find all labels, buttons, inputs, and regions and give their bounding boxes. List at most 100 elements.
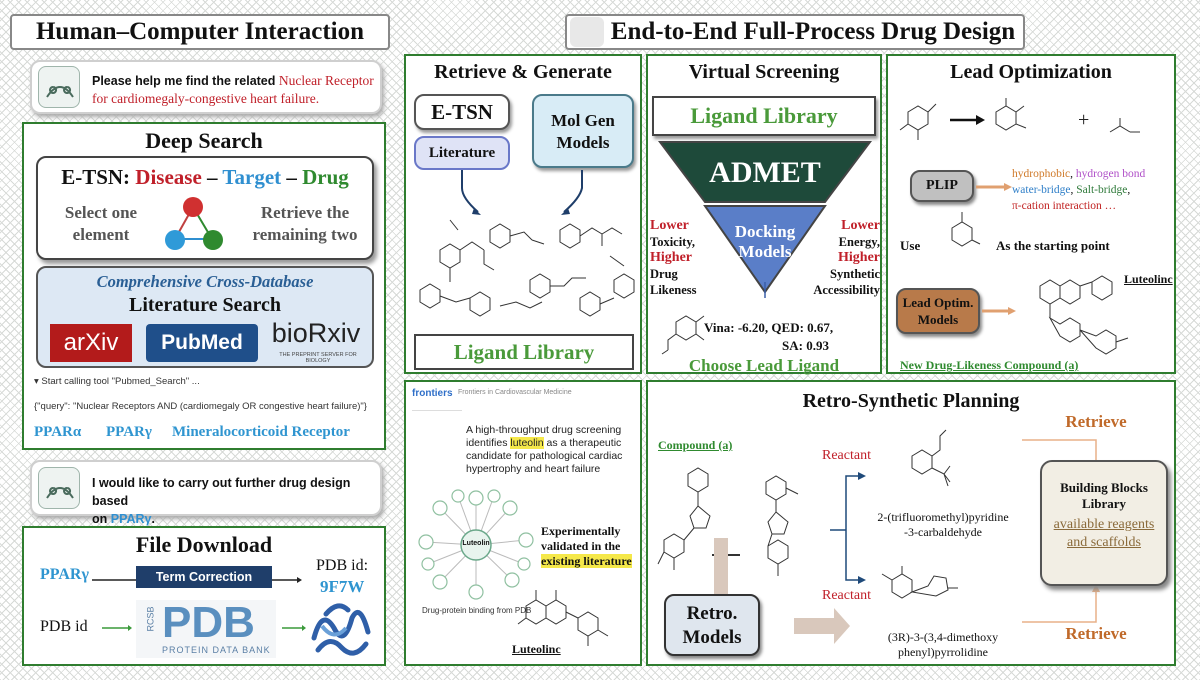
pdb-rcsb: RCSB — [145, 606, 156, 632]
plip-interactions: hydrophobic, hydrogen bond water-bridge,… — [1012, 168, 1146, 212]
lead-opt-reaction: + — [899, 98, 1140, 140]
vs-left-text1: Toxicity, — [650, 235, 696, 249]
vs-left-criteria: Lower Toxicity, Higher Drug Likeness — [650, 218, 720, 298]
use-label: Use — [900, 238, 921, 253]
remaining-two: remaining two — [252, 225, 358, 244]
retro-models-button: Retro. Models — [664, 594, 760, 656]
disconnected-molecule — [765, 475, 799, 576]
literature-button: Literature — [414, 136, 510, 170]
plip-button: PLIP — [910, 170, 974, 202]
product1-a: 2-(trifluoromethyl)pyridine — [877, 510, 1009, 524]
pdb-id-value: 9F7W — [320, 577, 365, 596]
compound-a-label: Compound (a) — [658, 438, 733, 452]
lead-optim-models-button: Lead Optim. Models — [896, 288, 980, 334]
vs-scores: Vina: -6.20, QED: 0.67, — [704, 320, 834, 335]
rg-ligand-library: Ligand Library — [453, 340, 595, 364]
etsn-dash1: – — [201, 165, 223, 189]
admet-funnel — [658, 141, 872, 298]
vs-right-text3: Accessibility — [813, 283, 880, 297]
lead-optimization-title: Lead Optimization — [950, 61, 1112, 83]
validated-1: Experimentally — [541, 524, 621, 538]
biorxiv-subtitle: THE PREPRINT SERVER FOR BIOLOGY — [279, 352, 357, 364]
vs-left-lower: Lower — [650, 218, 689, 233]
etsn-disease: Disease — [135, 165, 202, 189]
headline-luteolin: luteolin — [510, 437, 544, 449]
query-line: {"query": "Nuclear Receptors AND (cardio… — [34, 401, 367, 412]
lead-luteolinc-label: Luteolinc — [1124, 272, 1173, 286]
biorxiv-logo: bioRxiv — [271, 318, 361, 348]
rg-ligand-library-box — [414, 334, 634, 370]
paper-headline: A high-throughput drug screening identif… — [466, 424, 636, 476]
frog-avatar-icon — [38, 66, 80, 108]
chat2-prefix: on — [92, 512, 111, 526]
vs-right-text2: Synthetic — [830, 267, 880, 281]
int-hydrophobic: hydrophobic — [1012, 168, 1071, 180]
validated-3: existing literature — [541, 554, 632, 568]
molgen-button: Mol Gen Models — [532, 94, 634, 168]
left-header-title: Human–Computer Interaction — [35, 18, 364, 45]
chat-message-2 — [30, 460, 382, 516]
etsn-line: E-TSN: Disease – Target – Drug — [36, 165, 374, 190]
headline-2-post: as a therapeutic — [543, 437, 622, 449]
etsn-target: Target — [222, 165, 282, 189]
etsn-dash2: – — [281, 165, 303, 189]
reactant-branches — [830, 472, 866, 584]
result-ppargamma: PPARγ — [106, 424, 152, 440]
frog-icon — [570, 17, 604, 47]
vs-right-criteria: Lower Energy, Higher Synthetic Accessibi… — [800, 218, 880, 298]
vs-sa: SA: 0.93 — [782, 338, 829, 353]
protein-structure-image — [311, 603, 371, 656]
triangle-nodes-icon — [165, 197, 223, 250]
molecule-cluster-image — [419, 219, 635, 317]
lit-search-title: Literature Search — [128, 294, 281, 316]
vs-left-higher: Higher — [650, 250, 692, 265]
starting-point-molecule — [951, 212, 981, 247]
validated-2: validated in the — [541, 539, 621, 553]
left-header — [10, 14, 390, 50]
frontiers-logo: frontiers — [412, 388, 453, 399]
etsn-box — [36, 156, 374, 260]
luteolin-center-label: Luteolin — [462, 540, 490, 547]
pdb-subtitle: PROTEIN DATA BANK — [162, 645, 271, 655]
pdb-input-label: PDB id — [40, 618, 88, 635]
vs-ligand-library: Ligand Library — [690, 103, 838, 128]
chat2-suffix: . — [151, 512, 155, 526]
arxiv-logo: arXiv — [50, 324, 132, 362]
chat1-highlight: Nuclear Receptor — [278, 73, 374, 88]
fd-arrow-2 — [102, 625, 132, 631]
plip-arrow — [976, 183, 1012, 191]
virtual-screening-title: Virtual Screening — [688, 61, 840, 83]
vs-right-text1: Energy, — [838, 235, 880, 249]
tool-call-line[interactable]: ▾ Start calling tool "Pubmed_Search" ... — [34, 376, 200, 387]
chat-message-2-text: I would like to carry out further drug d… — [92, 474, 382, 528]
pdb-logo: RCSB PDB PROTEIN DATA BANK — [136, 598, 276, 658]
building-blocks-title: Building Blocks Library — [1060, 480, 1148, 511]
luteolin-network-image — [418, 489, 534, 600]
int-hbond: hydrogen bond — [1075, 168, 1146, 180]
lead-optim-arrow — [982, 307, 1016, 315]
element: element — [72, 225, 130, 244]
luteolin-structure-image — [517, 590, 609, 646]
etsn-drug: Drug — [302, 165, 349, 189]
int-salt-bridge: Salt-bridge — [1076, 184, 1128, 196]
term-correction-button[interactable]: Term Correction — [136, 566, 272, 588]
new-compound-label: New Drug-Likeness Compound (a) — [900, 358, 1079, 372]
chat2-target: PPARγ — [110, 512, 152, 526]
journal-name: Frontiers in Cardiovascular Medicine — [458, 389, 572, 396]
svg-text:+: + — [1078, 109, 1089, 131]
product-1-name: 2-(trifluoromethyl)pyridine-3-carbaldehy… — [868, 510, 1018, 540]
admet-label: ADMET — [709, 156, 821, 189]
retro-title: Retro-Synthetic Planning — [802, 390, 1020, 412]
pdb-id-label: PDB id: — [316, 557, 369, 574]
binding-caption: Drug-protein binding from PDB — [422, 606, 532, 615]
product2-a: (3R)-3-(3,4-dimethoxy — [887, 630, 999, 644]
etsn-prefix: E-TSN: — [61, 165, 136, 189]
building-blocks-box — [1040, 460, 1168, 586]
deep-search-title: Deep Search — [145, 128, 263, 153]
pubmed-logo: PubMed — [146, 324, 258, 362]
cross-db-title: Comprehensive Cross-Database — [96, 272, 314, 291]
vs-ligand-library-box — [652, 96, 876, 136]
pdb-logo-text: PDB — [162, 598, 255, 647]
building-blocks-sub: available reagents and scaffolds — [1053, 517, 1155, 550]
select-one: Select one — [64, 203, 138, 222]
